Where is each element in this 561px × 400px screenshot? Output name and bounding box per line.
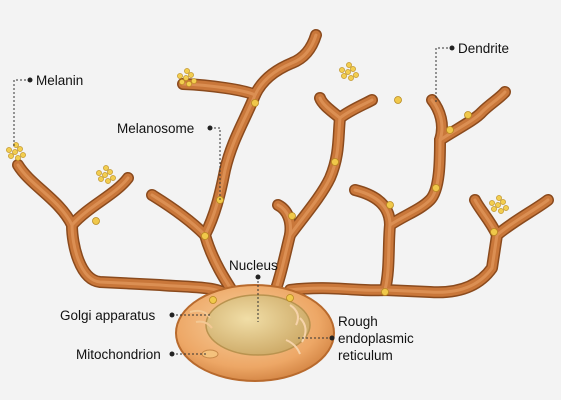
dendrite-branch bbox=[495, 198, 550, 237]
label-nucleus: Nucleus bbox=[229, 258, 278, 273]
melanosome-granule bbox=[251, 99, 259, 107]
melanin-cluster bbox=[339, 62, 359, 81]
dendrite-branch bbox=[318, 96, 342, 120]
melanosome-granule bbox=[490, 228, 498, 236]
melanin-cluster bbox=[6, 142, 26, 161]
golgi-shape bbox=[189, 309, 213, 329]
melanosome-granule bbox=[201, 232, 209, 240]
melanosome-granule bbox=[446, 126, 454, 134]
dendrite-network bbox=[12, 29, 554, 306]
dendrite-branch bbox=[203, 93, 257, 237]
melanosome-granule bbox=[286, 294, 294, 302]
cell-body bbox=[175, 284, 335, 382]
melanosome-granule bbox=[386, 201, 394, 209]
label-melanosome: Melanosome bbox=[117, 121, 194, 136]
label-rer-line2: endoplasmic bbox=[338, 331, 414, 346]
melanosome-granule bbox=[464, 111, 472, 119]
leader-lines bbox=[13, 47, 452, 355]
label-rer-line3: reticulum bbox=[338, 348, 393, 363]
melanin-cluster bbox=[96, 165, 116, 184]
dendrite-branch bbox=[338, 98, 374, 120]
dendrite-branch bbox=[16, 163, 74, 227]
dendrite-branch bbox=[150, 193, 207, 237]
melanosome-granule bbox=[331, 158, 339, 166]
label-melanin: Melanin bbox=[36, 73, 83, 88]
melanosome-granule bbox=[209, 296, 217, 304]
label-rer-line1: Rough bbox=[338, 314, 378, 329]
dendrite-branch bbox=[388, 138, 442, 227]
leader-dots bbox=[27, 45, 455, 357]
melanosome-granule bbox=[381, 288, 389, 296]
dendrite-branch bbox=[430, 98, 444, 142]
melanin-cluster bbox=[489, 195, 509, 214]
melanosome-granule bbox=[432, 184, 440, 192]
label-golgi-apparatus: Golgi apparatus bbox=[60, 308, 156, 323]
dendrite-branch bbox=[438, 90, 507, 142]
label-dendrite: Dendrite bbox=[458, 41, 509, 56]
dendrite-branch bbox=[253, 33, 318, 97]
label-mitochondrion: Mitochondrion bbox=[76, 347, 161, 362]
melanosome-granule bbox=[288, 212, 296, 220]
dendrite-branch bbox=[288, 116, 342, 237]
melanin-clusters bbox=[6, 62, 509, 214]
rough-er-shape bbox=[285, 304, 307, 355]
melanosome-granule bbox=[394, 96, 402, 104]
dendrite-branch bbox=[288, 233, 499, 294]
melanin-cluster bbox=[177, 68, 197, 87]
melanosome-granule bbox=[92, 217, 100, 225]
melanosome-granules bbox=[92, 96, 498, 304]
dendrite-branch bbox=[70, 176, 130, 227]
